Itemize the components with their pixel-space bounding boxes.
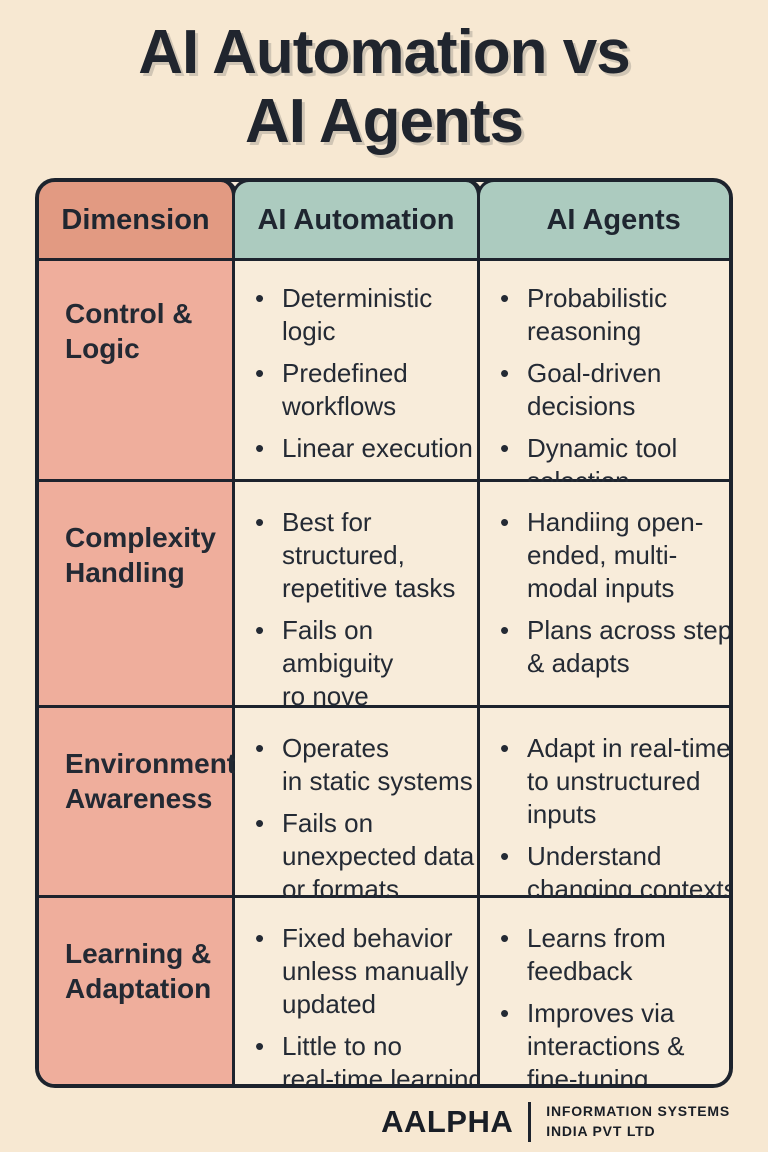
bullet-item: • Handiing open- ended, multi- modal inpu… bbox=[500, 506, 729, 605]
row-label-environment-awareness: Environment Awareness bbox=[39, 708, 236, 898]
bullet-text: Understand changing contexts bbox=[527, 841, 733, 905]
bullet-text: Operates in static systems bbox=[282, 733, 473, 797]
bullet-item: • Predefined workflows bbox=[255, 357, 475, 423]
bullet-text: Fixed behavior unless manually updated bbox=[282, 923, 469, 1020]
bullet-text: Deterministic logic bbox=[282, 283, 433, 347]
bullet-item: • Linear execution bbox=[255, 432, 475, 465]
bullet-text: Predefined workflows bbox=[282, 358, 408, 422]
bullet-icon: • bbox=[255, 358, 265, 389]
bullet-icon: • bbox=[500, 358, 510, 389]
bullet-icon: • bbox=[255, 615, 265, 646]
cell-automation-complexity-handling: • Best for structured, repetitive tasks • F… bbox=[235, 482, 480, 711]
cell-automation-environment-awareness: • Operates in static systems • Fails on une… bbox=[235, 708, 480, 904]
bullet-item: • Understand changing contexts bbox=[500, 840, 733, 906]
bullet-item: • Fixed behavior unless manually updated bbox=[255, 922, 475, 1021]
bullet-icon: • bbox=[255, 507, 265, 537]
row-label-learning-adaptation: Learning & Adaptation bbox=[39, 898, 235, 1084]
brand-name: AALPHA bbox=[381, 1104, 514, 1139]
bullet-text: Fails on ambiguity ro nove bbox=[282, 615, 394, 712]
bullet-icon: • bbox=[500, 998, 510, 1029]
bullet-item: • Fails on unexpected data or formats bbox=[255, 807, 475, 906]
company-name: INFORMATION SYSTEMS INDIA PVT LTD bbox=[546, 1102, 730, 1141]
bullet-icon: • bbox=[255, 283, 265, 313]
bullet-item: • Deterministic logic bbox=[255, 282, 475, 348]
footer-divider bbox=[528, 1102, 532, 1142]
company-name-line2: INDIA PVT LTD bbox=[546, 1123, 656, 1139]
bullet-text: Fails on unexpected data or formats bbox=[282, 808, 475, 905]
company-name-line1: INFORMATION SYSTEMS bbox=[546, 1103, 730, 1120]
bullet-text: Goal-driven decisions bbox=[527, 358, 662, 422]
bullet-icon: • bbox=[255, 733, 265, 763]
bullet-text: Probabilistic reasoning bbox=[527, 283, 668, 347]
cell-agents-environment-awareness: • Adapt in real-time to unstructured inpu… bbox=[480, 708, 731, 904]
bullet-icon: • bbox=[500, 507, 510, 537]
header-cell-ai-automation: AI Automation bbox=[235, 182, 480, 258]
bullet-item: • Improves via interactions & fine-tuning bbox=[500, 997, 729, 1088]
footer-logo-area: AALPHA INFORMATION SYSTEMS INDIA PVT LTD bbox=[0, 1096, 730, 1148]
bullet-icon: • bbox=[255, 923, 265, 953]
bullet-icon: • bbox=[500, 923, 510, 953]
bullet-text: Adapt in real-time to unstructured input… bbox=[527, 733, 731, 830]
bullet-item: • Adapt in real-time to unstructured inpu… bbox=[500, 732, 731, 831]
bullet-icon: • bbox=[255, 808, 265, 839]
cell-automation-learning-adaptation: •Fixed behavior unless manually updated•… bbox=[235, 898, 483, 1084]
cell-agents-learning-adaptation: • Learns from feedback • Improves via inter… bbox=[480, 898, 729, 1088]
bullet-item: • Goal-driven decisions bbox=[500, 357, 729, 423]
bullet-icon: • bbox=[255, 433, 265, 464]
bullet-icon: • bbox=[500, 433, 510, 464]
bullet-icon: • bbox=[255, 1031, 265, 1062]
bullet-item: • Best for structured, repetitive tasks bbox=[255, 506, 475, 605]
cell-automation-control-logic: • Deterministic logic • Predefined workflow… bbox=[235, 258, 480, 482]
bullet-item: • Plans across steps & adapts bbox=[500, 614, 733, 680]
cell-agents-complexity-handling: • Handiing open- ended, multi- modal inpu… bbox=[480, 482, 733, 708]
bullet-text: Plans across steps & adapts bbox=[527, 615, 733, 679]
cell-agents-control-logic: • Probabilistic reasoning • Goal-driven dec… bbox=[480, 258, 729, 496]
bullet-item: • Operates in static systems bbox=[255, 732, 475, 798]
bullet-item: • Probabilistic reasoning bbox=[500, 282, 729, 348]
bullet-text: Improves via interactions & fine-tuning bbox=[527, 998, 685, 1088]
bullet-icon: • bbox=[500, 841, 510, 872]
bullet-text: Best for structured, repetitive tasks bbox=[282, 507, 456, 604]
bullet-text: Handiing open- ended, multi- modal input… bbox=[527, 507, 704, 604]
row-label-control-logic: Control & Logic bbox=[39, 258, 235, 482]
bullet-icon: • bbox=[500, 733, 510, 763]
bullet-text: Linear execution bbox=[282, 433, 473, 464]
comparison-table: Dimension AI Automation AI Agents Contro… bbox=[35, 178, 733, 1088]
bullet-text: Dynamic tool selection bbox=[527, 433, 678, 496]
bullet-item: • Learns from feedback bbox=[500, 922, 729, 988]
bullet-item: •Little to no real-time learning bbox=[255, 1030, 483, 1084]
bullet-item: • Dynamic tool selection bbox=[500, 432, 729, 498]
row-label-complexity-handling: Complexity Handling bbox=[39, 482, 235, 708]
bullet-item: • Fails on ambiguity ro nove bbox=[255, 614, 475, 713]
bullet-text: Learns from feedback bbox=[527, 923, 666, 987]
bullet-icon: • bbox=[500, 283, 510, 313]
bullet-text: Little to no real-time learning bbox=[282, 1031, 483, 1088]
header-cell-ai-agents: AI Agents bbox=[480, 182, 729, 258]
page-title: AI Automation vs AI Agents bbox=[138, 18, 631, 157]
bullet-icon: • bbox=[500, 615, 510, 646]
header-cell-dimension: Dimension bbox=[39, 182, 235, 258]
